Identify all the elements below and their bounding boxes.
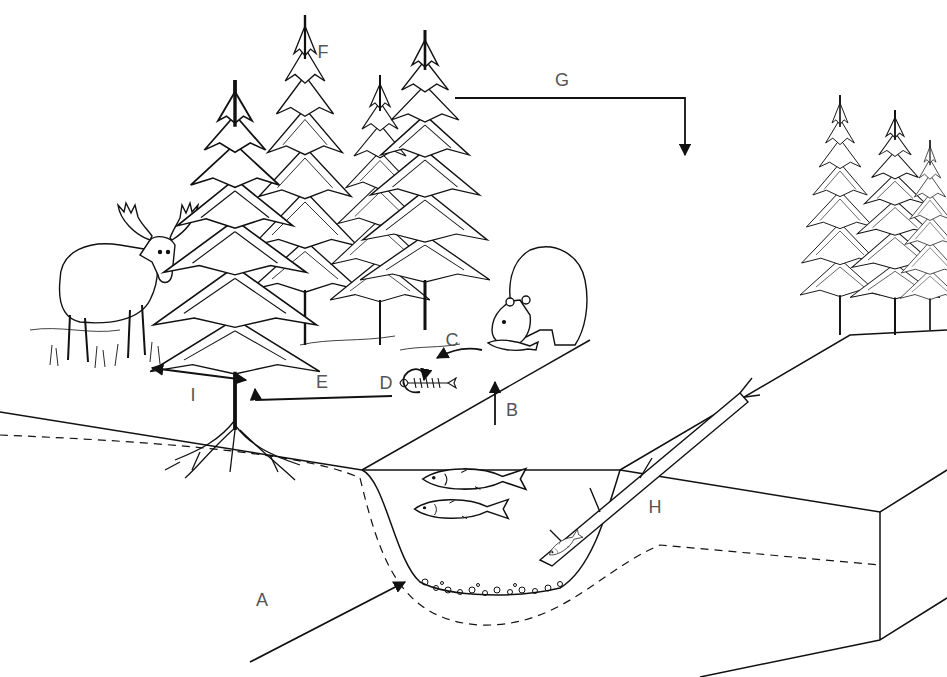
block-edge bbox=[700, 512, 947, 677]
salmon-fish bbox=[547, 529, 583, 558]
back-conifers bbox=[250, 15, 947, 345]
callout-letter: D bbox=[380, 374, 393, 392]
front-conifer bbox=[150, 80, 320, 480]
callout-letter: B bbox=[506, 401, 518, 419]
ground-edge bbox=[620, 470, 947, 512]
callout-letter: A bbox=[256, 591, 268, 609]
callout-letter: H bbox=[649, 498, 662, 516]
conifer-tree bbox=[800, 95, 880, 335]
water-line bbox=[362, 469, 620, 471]
tree-roots bbox=[165, 420, 300, 480]
callout-letter: C bbox=[446, 331, 459, 349]
stream-bank bbox=[620, 330, 947, 470]
stream-salmon bbox=[415, 469, 526, 519]
callout-letter: E bbox=[316, 373, 328, 391]
callout-letter: G bbox=[555, 71, 569, 89]
flow-arrow bbox=[494, 382, 496, 425]
callout-letter: I bbox=[190, 386, 195, 404]
stream-bank bbox=[362, 340, 590, 470]
fallen-log bbox=[540, 378, 760, 566]
gravel-bed bbox=[422, 579, 563, 596]
landscape-block bbox=[0, 329, 947, 677]
salmon-carcass bbox=[400, 378, 456, 388]
salmon-fish bbox=[415, 499, 509, 518]
ground-edge bbox=[0, 412, 362, 470]
bear-drawing bbox=[488, 247, 587, 350]
process-arrows bbox=[152, 98, 685, 662]
water-table-line bbox=[0, 435, 880, 625]
flow-arrow bbox=[152, 368, 246, 380]
conifer-tree bbox=[150, 80, 320, 430]
conifer-tree bbox=[360, 30, 490, 330]
salmon-fish bbox=[423, 469, 526, 490]
conifer-tree bbox=[900, 140, 947, 330]
flow-arrow bbox=[437, 349, 482, 358]
callout-letter: F bbox=[318, 43, 329, 61]
flow-arrow bbox=[403, 369, 424, 392]
flow-arrow bbox=[455, 98, 685, 155]
moose-drawing bbox=[50, 203, 198, 368]
flow-arrow bbox=[250, 582, 405, 662]
